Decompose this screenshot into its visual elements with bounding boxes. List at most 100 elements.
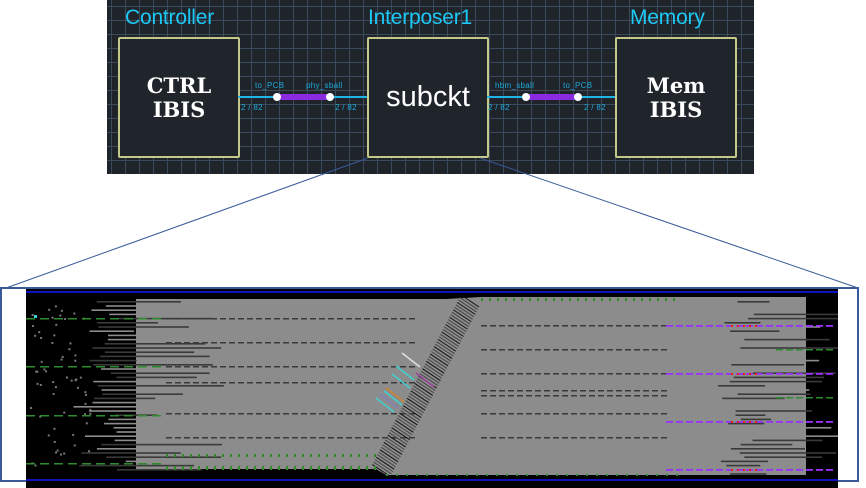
plane-dash-left xyxy=(292,366,298,368)
plane-dash-right xyxy=(580,349,586,351)
top-tick xyxy=(593,298,595,301)
plane-dash-right xyxy=(607,437,613,439)
left-fanout-trace xyxy=(108,418,168,421)
plane-dash-left xyxy=(256,366,262,368)
bottom-tick-left2 xyxy=(350,466,352,470)
bus-interposer-mem[interactable] xyxy=(527,94,579,100)
interposer-block[interactable]: subckt xyxy=(367,37,489,158)
right-fanout-trace xyxy=(725,401,778,404)
interposer-layout-view[interactable] xyxy=(26,289,838,488)
plane-dash-left xyxy=(184,382,190,384)
ground-dash-left xyxy=(82,463,91,465)
bottom-tick-right xyxy=(606,474,608,476)
pin-ctrl-to-pcb[interactable] xyxy=(273,93,281,101)
plane-dash-right xyxy=(598,325,604,327)
plane-dash-right xyxy=(589,373,595,375)
left-fanout-trace xyxy=(104,422,211,425)
bump-dot xyxy=(36,370,39,373)
bump-dot xyxy=(53,334,56,337)
right-fanout-trace xyxy=(738,351,792,353)
plane-dash-right xyxy=(508,395,514,397)
plane-dash-left xyxy=(229,413,235,415)
highlight-trace xyxy=(375,397,395,413)
bump-dot xyxy=(60,309,63,312)
plane-dash-right xyxy=(481,413,487,415)
pin-mem-to-pcb[interactable] xyxy=(574,93,582,101)
plane-dash-right xyxy=(643,373,649,375)
bottom-tick-right xyxy=(446,474,448,476)
diagonal-via-trace xyxy=(390,429,409,443)
diagonal-via-trace xyxy=(446,321,466,335)
plane-dash-left xyxy=(355,437,361,439)
left-fanout-trace xyxy=(107,338,165,341)
plane-dash-left xyxy=(184,437,190,439)
bottom-tick-left xyxy=(342,454,344,457)
bump-dot xyxy=(52,381,55,384)
diagonal-via-trace xyxy=(395,419,414,433)
plane-dash-left xyxy=(391,413,397,415)
plane-dash-left xyxy=(391,382,397,384)
bottom-tick-left2 xyxy=(294,466,296,470)
bump-dot xyxy=(36,382,39,385)
bump-dot xyxy=(31,324,34,327)
right-fanout-trace xyxy=(735,410,812,412)
plane-dash-right xyxy=(643,413,649,415)
diagonal-via-trace xyxy=(435,343,454,357)
plane-dash-right xyxy=(598,349,604,351)
bump-dot xyxy=(83,413,86,416)
bus-ctrl-interposer[interactable] xyxy=(278,94,330,100)
pin-phy-sball[interactable] xyxy=(326,93,334,101)
bottom-tick-left2 xyxy=(278,466,280,470)
plane-dash-left xyxy=(346,342,352,344)
bump-dot xyxy=(30,406,33,409)
plane-dash-right xyxy=(598,390,604,392)
ground-dash-left xyxy=(54,463,63,465)
plane-dash-right xyxy=(553,395,559,397)
plane-dash-left xyxy=(382,342,388,344)
plane-dash-right xyxy=(535,437,541,439)
plane-dash-left xyxy=(265,318,271,320)
bump-dot xyxy=(63,452,66,455)
controller-block[interactable]: CTRL IBIS xyxy=(118,37,240,158)
ground-dash-left xyxy=(152,415,161,417)
right-fanout-trace xyxy=(737,359,820,362)
plane-dash-left xyxy=(400,437,406,439)
plane-dash-left xyxy=(202,318,208,320)
signal-dash-red xyxy=(749,325,751,327)
plane-dash-right xyxy=(544,349,550,351)
plane-dash-left xyxy=(193,413,199,415)
ground-dash-left xyxy=(68,318,77,320)
plane-dash-right xyxy=(643,437,649,439)
bottom-tick-right xyxy=(596,474,598,476)
plane-dash-left xyxy=(400,318,406,320)
bottom-tick-left2 xyxy=(374,466,376,470)
ground-dash-left xyxy=(40,318,49,320)
signal-dash-purple xyxy=(726,373,733,375)
diagonal-via-trace xyxy=(409,392,428,406)
plane-dash-right xyxy=(634,390,640,392)
left-fanout-trace xyxy=(93,380,171,383)
left-fanout-trace xyxy=(92,401,157,404)
controller-label-line1: CTRL xyxy=(146,72,212,98)
ground-dash-right xyxy=(816,349,823,351)
memory-block[interactable]: Mem IBIS xyxy=(615,37,737,158)
right-fanout-trace xyxy=(754,427,832,429)
ground-dash-right xyxy=(806,349,813,351)
diagonal-via-trace xyxy=(460,294,480,308)
plane-dash-right xyxy=(634,373,640,375)
bump-dot xyxy=(40,337,43,340)
plane-dash-left xyxy=(175,413,181,415)
schematic-canvas[interactable]: Controller Interposer1 Memory CTRL IBIS … xyxy=(107,0,754,174)
plane-dash-left xyxy=(238,318,244,320)
signal-dash-purple xyxy=(706,373,713,375)
plane-dash-left xyxy=(193,318,199,320)
right-fanout-trace xyxy=(737,393,811,395)
plane-dash-right xyxy=(508,349,514,351)
plane-dash-left xyxy=(409,413,415,415)
bump-dot xyxy=(69,342,72,345)
signal-dash-red xyxy=(755,469,757,471)
plane-dash-left xyxy=(247,437,253,439)
bump-dot xyxy=(43,368,46,371)
pin-hbm-sball[interactable] xyxy=(522,93,530,101)
bump-dot xyxy=(51,316,54,319)
